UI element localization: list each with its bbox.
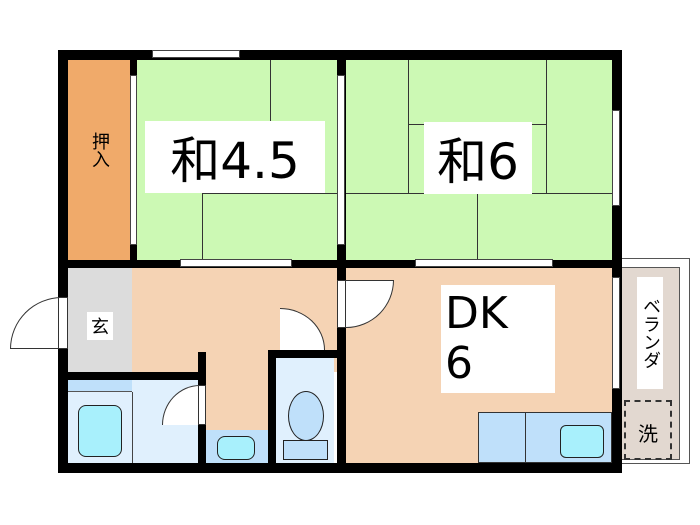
window-bottom-6 [415,259,553,267]
laundry-space [624,400,672,460]
laundry-label: 洗 [638,422,658,446]
window-right-6 [612,110,620,206]
washitsu-6-label: 和6 [424,122,532,194]
dk-label-line2: 6 [445,338,473,389]
bathtub [78,405,122,457]
wall-left [58,50,68,473]
window-bottom-4-5 [180,259,292,267]
wall-right [612,50,622,473]
oshiire-label: 押入 [89,132,110,168]
washbasin [217,436,255,460]
veranda-label: ベランダ [637,277,663,389]
genkan-label: 玄 [87,312,113,340]
window-top-4-5 [152,50,240,58]
wall-bottom [58,463,622,473]
dk-label: DK 6 [441,285,555,393]
toilet [288,391,324,441]
room-oshiire [68,60,130,260]
dk-label-line1: DK [445,288,508,339]
kitchen-sink [560,425,604,458]
washitsu-4-5-label: 和4.5 [145,121,325,193]
entrance-door[interactable] [10,297,62,349]
wall-top [58,50,622,60]
toilet-tank [283,440,328,460]
window-right-dk [612,277,620,389]
